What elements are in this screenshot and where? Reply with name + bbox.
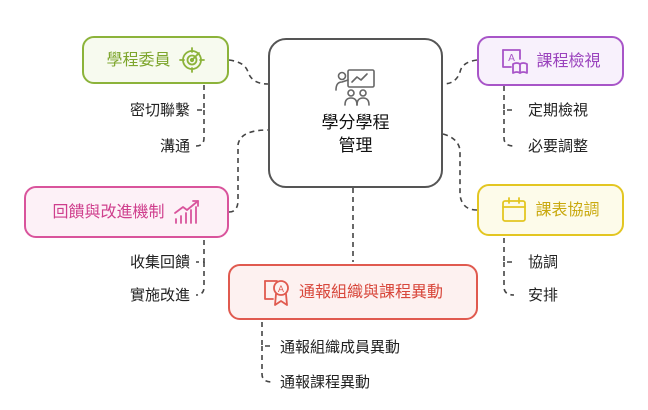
connector-report-child-2 (261, 346, 273, 383)
central-topic-box[interactable]: 學分學程 管理 (268, 38, 443, 188)
connector-committee-child-1 (196, 85, 205, 111)
target-icon (178, 47, 205, 73)
node-schedule-child-1: 協調 (528, 253, 559, 271)
central-topic-title: 學分學程 管理 (322, 112, 390, 158)
node-schedule[interactable]: 課表協調 (477, 184, 624, 236)
calendar-icon (501, 197, 527, 223)
node-report[interactable]: A 通報組織與課程異動 (228, 264, 478, 320)
node-committee-label: 學程委員 (106, 50, 171, 69)
node-report-child-1: 通報組織成員異動 (280, 338, 401, 356)
connector-schedule-child-2 (503, 262, 515, 296)
node-feedback-child-2: 實施改進 (129, 286, 190, 304)
node-report-child-2: 通報課程異動 (280, 373, 371, 391)
node-review-child-1: 定期檢視 (528, 101, 589, 119)
node-committee-child-2: 溝通 (159, 137, 190, 155)
node-review-child-2: 必要調整 (528, 137, 589, 155)
central-topic-line-2: 管理 (338, 136, 373, 156)
connector-feedback-child-1 (196, 240, 205, 263)
connector-review-child-2 (503, 110, 515, 147)
connector-committee (228, 59, 269, 85)
connector-report-child-1 (261, 322, 272, 347)
connector-review-child-1 (503, 86, 514, 111)
node-feedback[interactable]: 回饋與改進機制 (24, 186, 229, 238)
connector-review (442, 59, 478, 85)
node-feedback-label: 回饋與改進機制 (52, 202, 165, 221)
node-feedback-child-1: 收集回饋 (129, 253, 190, 271)
node-review[interactable]: A 課程檢視 (477, 36, 624, 86)
node-schedule-child-2: 安排 (528, 286, 559, 304)
growth-chart-icon (173, 199, 201, 225)
svg-text:A: A (278, 285, 285, 295)
connector-schedule-child-1 (503, 238, 514, 263)
node-report-label: 通報組織與課程異動 (298, 282, 443, 301)
connector-feedback-child-2 (195, 262, 205, 296)
connector-committee-child-2 (195, 110, 205, 147)
book-review-icon: A (500, 47, 529, 75)
connector-schedule (442, 133, 478, 211)
teamwork-presentation-icon (334, 68, 378, 106)
central-topic-line-1: 學分學程 (321, 113, 390, 134)
node-review-label: 課程檢視 (536, 51, 601, 70)
node-committee-child-1: 密切聯繫 (129, 101, 190, 119)
connector-feedback (228, 129, 269, 213)
award-certificate-icon: A (263, 277, 291, 307)
node-schedule-label: 課表協調 (535, 200, 600, 219)
node-committee[interactable]: 學程委員 (82, 36, 229, 84)
svg-text:A: A (509, 53, 516, 64)
